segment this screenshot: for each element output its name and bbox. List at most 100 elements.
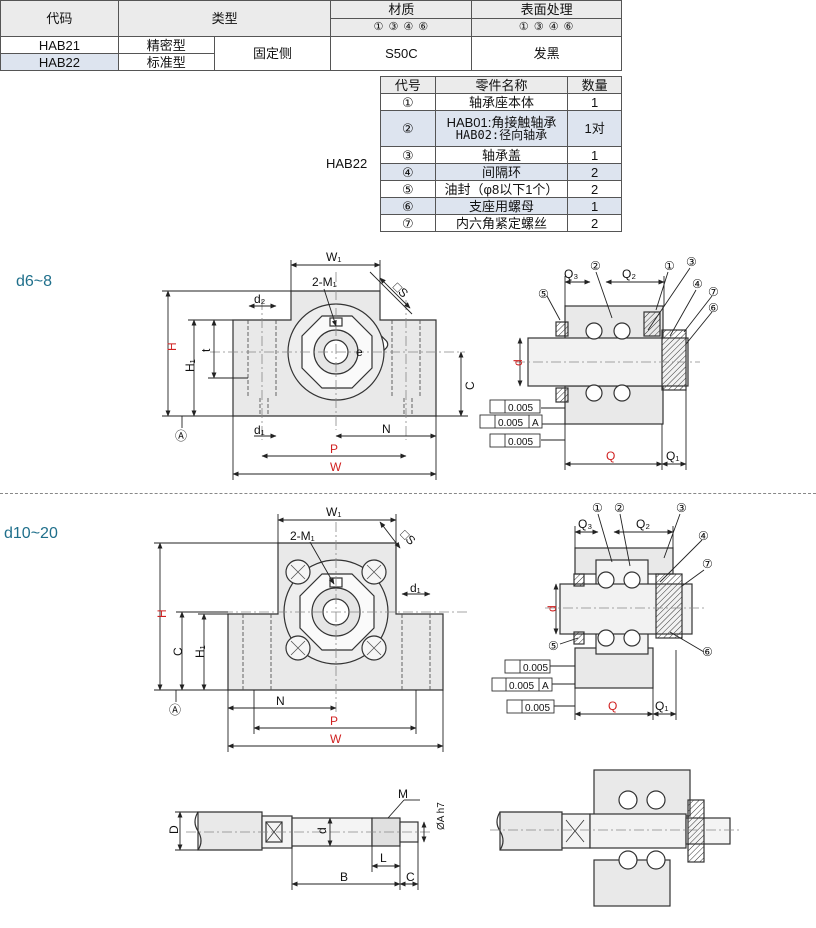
tol-small-2-ref: A — [532, 418, 539, 429]
spec-header-surface: 表面处理 — [471, 0, 622, 19]
large-front-view: W₁ 2-M₁ □S d₁ H C H₁ Ⓐ N P W — [154, 505, 470, 752]
dim-small-H: H — [165, 342, 179, 351]
dim-small-M1: 2-M₁ — [312, 275, 337, 289]
tol-small-2: 0.005 — [498, 418, 523, 429]
dim-small-Q2: Q₂ — [622, 267, 636, 281]
bearing-ball — [585, 322, 603, 340]
asm-shaft-break — [496, 811, 504, 851]
bearing-ball — [646, 790, 666, 810]
bearing-ball — [597, 629, 615, 647]
shaft-hex-cross — [265, 821, 283, 843]
spec-fixed-side: 固定侧 — [213, 36, 332, 71]
parts-row-7: ⑦ 内六角紧定螺丝 2 — [380, 214, 622, 232]
dim-large-Q2: Q₂ — [636, 517, 650, 531]
dim-shaft-D: D — [167, 825, 181, 834]
dim-large-Q1: Q₁ — [655, 699, 668, 713]
spec-header-code: 代码 — [0, 0, 119, 37]
spec-header-type: 类型 — [117, 0, 332, 37]
callout-large-4: ④ — [698, 529, 709, 543]
parts-qty: 2 — [567, 214, 622, 232]
tol-box-large-3 — [506, 699, 555, 714]
dim-shaft-L: L — [380, 851, 387, 865]
callout-small-5: ⑤ — [538, 287, 549, 301]
bearing-ball — [646, 850, 666, 870]
small-sec-seal-bottom — [555, 387, 569, 403]
large-section-view: 0.005 0.005 A 0.005 Q₃ Q₂ d Q Q₁ ① ② ③ ④… — [491, 501, 713, 720]
asm-nut — [687, 799, 705, 863]
large-sec-seal-top — [573, 573, 585, 587]
callout-large-6: ⑥ — [702, 645, 713, 659]
spec-surface: 发黑 — [471, 36, 622, 71]
dim-large-d1: d₁ — [410, 581, 421, 595]
parts-header-row: 代号 零件名称 数量 — [380, 76, 622, 94]
callout-large-5: ⑤ — [548, 639, 559, 653]
section-label-large: d10~20 — [4, 525, 58, 542]
dim-large-S: □S — [398, 527, 419, 548]
dim-small-Q: Q — [606, 449, 615, 463]
parts-row-5: ⑤ 油封（φ8以下1个） 2 — [380, 180, 622, 198]
datum-small-A: Ⓐ — [175, 429, 187, 443]
callout-small-3: ③ — [686, 255, 697, 269]
callout-small-4: ④ — [692, 277, 703, 291]
parts-qty: 2 — [567, 163, 622, 181]
spec-type-hab22: 标准型 — [117, 53, 215, 71]
spec-material: S50C — [330, 36, 473, 71]
bearing-ball — [597, 571, 615, 589]
shaft-detail-view: D d M ØA h7 L B C — [167, 787, 447, 890]
tol-small-1: 0.005 — [508, 403, 533, 414]
dim-small-t: t — [199, 348, 213, 352]
assembly-view — [490, 769, 740, 907]
callout-small-7: ⑦ — [708, 285, 719, 299]
asm-hex — [561, 813, 591, 849]
dim-shaft-phiA: ØA h7 — [436, 802, 447, 830]
section-divider — [0, 493, 816, 494]
dim-large-H1: H₁ — [193, 645, 207, 658]
callout-large-3: ③ — [676, 501, 687, 515]
parts-header-no: 代号 — [380, 76, 436, 94]
parts-name-line-2: HAB02:径向轴承 — [455, 127, 548, 142]
tol-box-small-2 — [479, 414, 543, 429]
tol-large-3: 0.005 — [525, 703, 550, 714]
dim-small-e: e — [356, 345, 363, 359]
spec-row-hab21: HAB21 精密型 固定侧 S50C 发黑 — [0, 36, 622, 71]
tol-small-3: 0.005 — [508, 437, 533, 448]
asm-shaft — [499, 811, 563, 851]
section-label-small: d6~8 — [16, 273, 53, 290]
bearing-ball — [613, 384, 631, 402]
parts-name-line-1: HAB01:角接触轴承 — [446, 114, 557, 130]
dim-small-P: P — [330, 442, 338, 456]
parts-model-label: HAB22 — [326, 156, 368, 171]
parts-row-2: ② HAB01:角接触轴承 HAB02:径向轴承 1对 — [380, 110, 622, 147]
asm-hex-cross — [565, 819, 585, 843]
asm-housing-top — [593, 769, 691, 817]
callout-small-1: ① — [664, 259, 675, 273]
spec-code-hab22: HAB22 — [0, 53, 119, 71]
shaft-main-body — [197, 811, 263, 851]
tol-large-2-ref: A — [542, 681, 549, 692]
spec-row-hab22: HAB22 标准型 — [0, 53, 622, 71]
dim-small-W: W — [330, 460, 342, 474]
dim-large-Q: Q — [608, 699, 617, 713]
parts-name: HAB01:角接触轴承 HAB02:径向轴承 — [434, 110, 569, 147]
callout-large-7: ⑦ — [702, 557, 713, 571]
tol-box-small-1 — [489, 399, 541, 414]
bearing-ball — [618, 790, 638, 810]
dim-shaft-d: d — [315, 827, 329, 834]
callout-small-6: ⑥ — [708, 301, 719, 315]
callout-large-1: ① — [592, 501, 603, 515]
dim-small-W1: W₁ — [326, 250, 341, 264]
dim-small-Q1: Q₁ — [666, 449, 679, 463]
spec-header-row-1: 代码 类型 材质 表面处理 — [0, 0, 622, 37]
asm-journal — [589, 813, 687, 849]
parts-name: 轴承座本体 — [434, 93, 569, 111]
dim-small-d: d — [511, 359, 525, 366]
spec-header-surface-parts: ① ③ ④ ⑥ — [471, 18, 622, 37]
bearing-ball — [623, 629, 641, 647]
bearing-ball — [618, 850, 638, 870]
dim-large-d: d — [545, 605, 559, 612]
dim-large-H: H — [155, 609, 169, 618]
parts-row-1: ① 轴承座本体 1 — [380, 93, 622, 111]
parts-qty: 1对 — [567, 110, 622, 147]
spec-table: 代码 类型 材质 表面处理 ① ③ ④ ⑥ ① ③ ④ ⑥ HAB21 精密型 … — [0, 0, 622, 71]
